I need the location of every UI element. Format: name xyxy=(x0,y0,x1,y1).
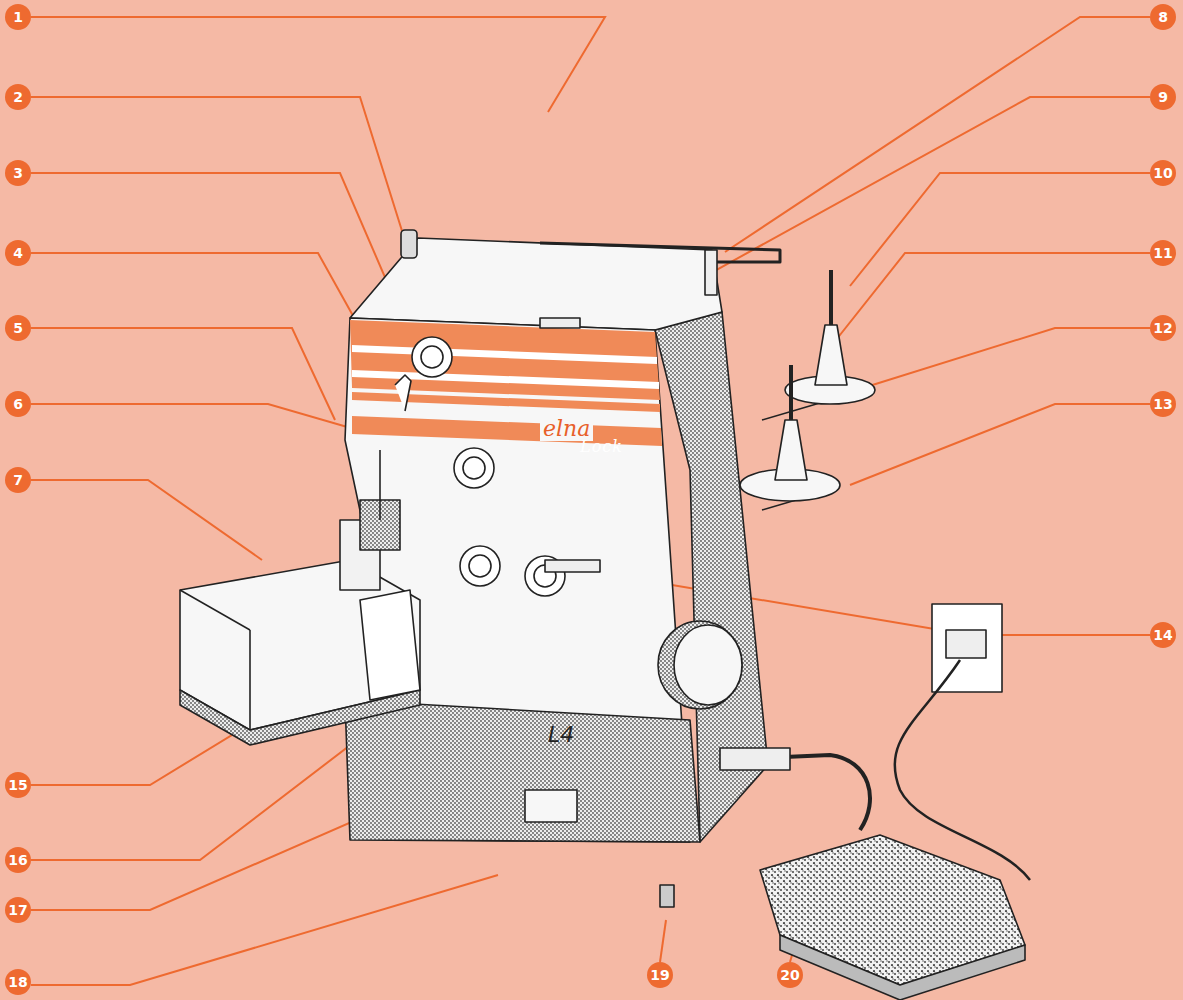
brand-text: Lock xyxy=(580,437,623,456)
callout-number: 10 xyxy=(1150,160,1176,186)
brand-text: L4 xyxy=(548,722,574,747)
machine-drawing xyxy=(180,230,1030,1000)
leader-lines xyxy=(31,17,1150,985)
callout-number: 17 xyxy=(5,897,31,923)
callout-number: 4 xyxy=(5,240,31,266)
callout-number: 15 xyxy=(5,772,31,798)
callout-number: 3 xyxy=(5,160,31,186)
callout-number: 8 xyxy=(1150,4,1176,30)
callout-number: 1 xyxy=(5,4,31,30)
callout-number: 6 xyxy=(5,391,31,417)
callout-number: 20 xyxy=(777,962,803,988)
callout-number: 11 xyxy=(1150,240,1176,266)
callout-number: 18 xyxy=(5,969,31,995)
callout-number: 19 xyxy=(647,962,673,988)
callout-number: 16 xyxy=(5,847,31,873)
callout-number: 13 xyxy=(1150,391,1176,417)
callout-number: 9 xyxy=(1150,84,1176,110)
callout-number: 2 xyxy=(5,84,31,110)
callout-number: 12 xyxy=(1150,315,1176,341)
callout-number: 14 xyxy=(1150,622,1176,648)
callout-number: 5 xyxy=(5,315,31,341)
callout-number: 7 xyxy=(5,467,31,493)
